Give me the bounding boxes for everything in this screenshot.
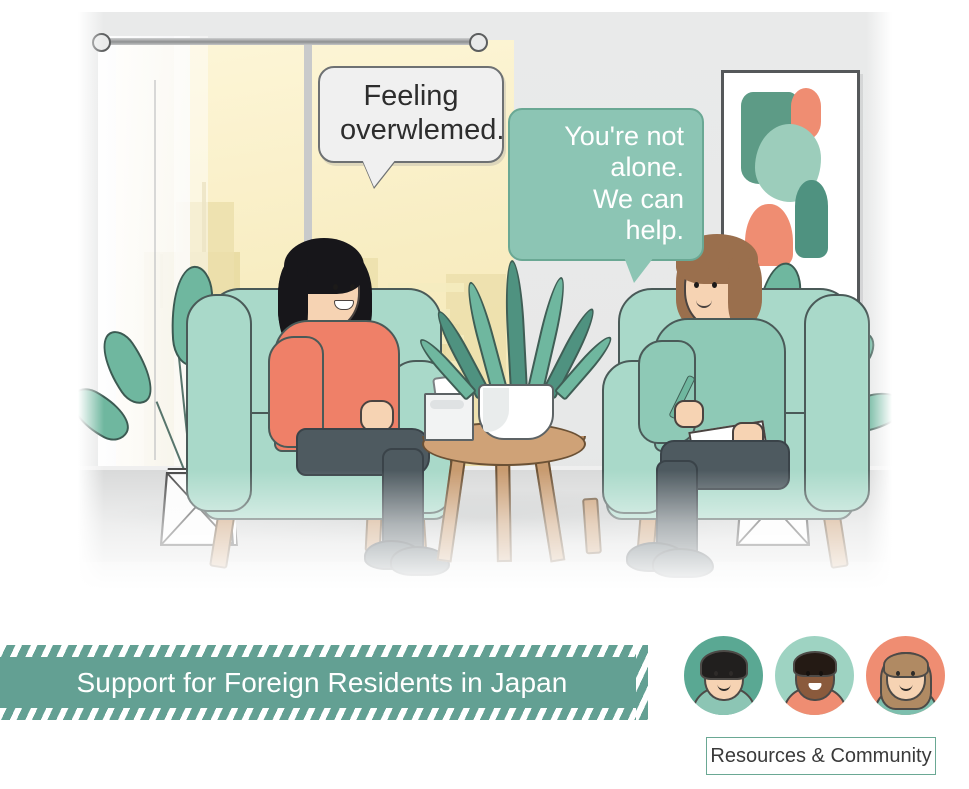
- chip-label: Resources & Community: [710, 744, 932, 767]
- client-speech-text: Feeling overwlemed.: [340, 80, 505, 146]
- avatar-2-mouth: [808, 683, 821, 690]
- avatar-1-mouth: [717, 683, 730, 691]
- illustration-panel: Feeling overwlemed. You're not alone. We…: [78, 12, 892, 590]
- client-speech-bubble: Feeling overwlemed.: [318, 66, 505, 188]
- avatar-2-hair: [792, 651, 837, 677]
- tissue-slot: [430, 400, 464, 409]
- banner-stripe-top: [0, 645, 648, 657]
- avatar-3-hair-front: [882, 652, 929, 678]
- resources-community-chip[interactable]: Resources & Community: [706, 737, 936, 775]
- floor-baseboard: [78, 466, 892, 470]
- snake-plant-pot: [478, 384, 554, 440]
- banner-title: Support for Foreign Residents in Japan: [76, 666, 568, 698]
- counselor-speech-text: You're not alone. We can help.: [564, 121, 684, 245]
- avatar-1-hair: [699, 650, 748, 680]
- curtain-rod-finial-right: [469, 33, 488, 52]
- avatar-person-1[interactable]: [684, 636, 763, 715]
- avatar-person-3[interactable]: [866, 636, 945, 715]
- banner-stripe-bottom: [0, 708, 648, 720]
- counselor-speech-bubble: You're not alone. We can help.: [508, 108, 704, 284]
- curtain-rod: [94, 38, 480, 45]
- avatar-person-2[interactable]: [775, 636, 854, 715]
- banner-stripe-right: [636, 645, 648, 720]
- title-banner: Support for Foreign Residents in Japan: [0, 645, 648, 720]
- art-blob-teal-lower: [795, 180, 828, 258]
- avatar-3-mouth: [899, 683, 912, 691]
- avatar-group: [684, 636, 945, 715]
